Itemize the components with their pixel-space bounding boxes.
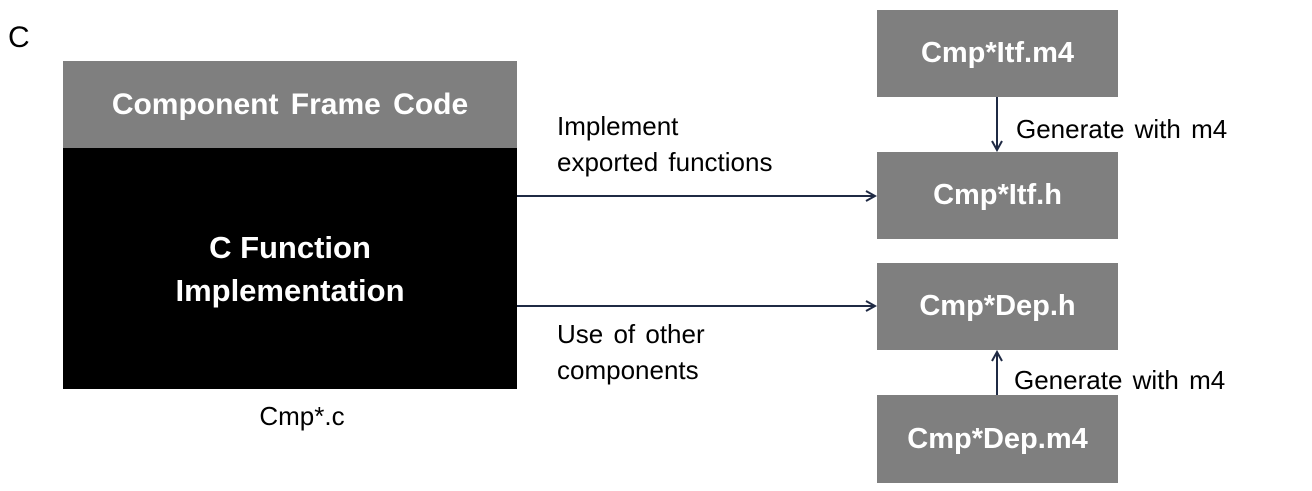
source-file-caption: Cmp*.c [259,401,345,431]
implement-annotation-line1: Implement [557,111,679,141]
implement-annotation-line2: exported functions [557,147,773,177]
dep-h-box: Cmp*Dep.h [877,263,1118,350]
itf-h-label: Cmp*Itf.h [933,179,1062,211]
dep-m4-box: Cmp*Dep.m4 [877,395,1118,483]
component-frame-code-label: Component Frame Code [111,87,469,121]
itf-m4-box: Cmp*Itf.m4 [877,10,1118,97]
dep-h-label: Cmp*Dep.h [919,290,1076,322]
use-components-annotation: Use of other components [557,316,705,388]
itf-m4-label: Cmp*Itf.m4 [920,37,1075,69]
dep-m4-label: Cmp*Dep.m4 [907,422,1088,455]
use-annotation-line2: components [557,355,699,385]
panel-label: C [8,21,30,54]
implement-annotation: Implement exported functions [557,108,772,180]
impl-label-line2: Implementation [175,272,405,308]
generate-bottom-annotation: Generate with m4 [1014,365,1226,395]
itf-h-box: Cmp*Itf.h [877,152,1118,239]
impl-label-line1: C Function [209,229,371,265]
generate-top-annotation: Generate with m4 [1016,114,1228,144]
c-function-implementation-box: C Function Implementation [63,148,517,389]
component-frame-code-box: Component Frame Code [63,61,517,148]
use-annotation-line1: Use of other [557,319,705,349]
